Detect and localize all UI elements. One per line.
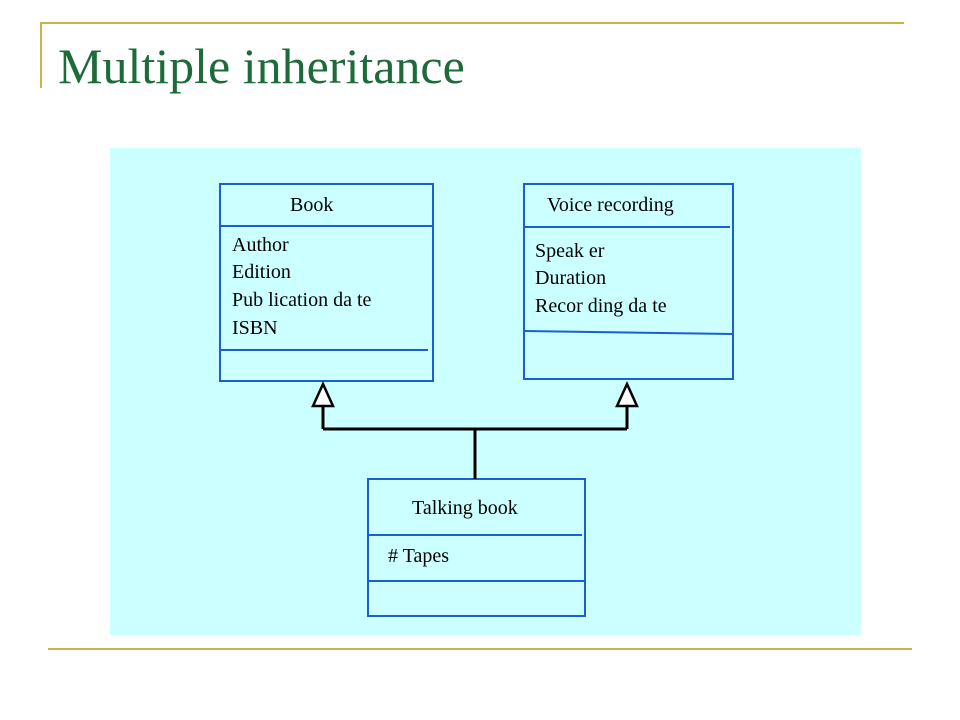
book-attribute: Pub lication da te (232, 289, 372, 311)
slide-frame-top-line (40, 22, 904, 24)
talking-book-class-name: Talking book (412, 497, 518, 519)
book-attribute: Edition (232, 261, 291, 283)
book-class-name: Book (290, 194, 334, 216)
book-attribute: Author (232, 234, 289, 256)
voice-recording-attribute: Recor ding da te (535, 295, 667, 317)
voice-recording-class-outline (523, 183, 734, 380)
slide-frame-bottom-line (48, 648, 912, 650)
voice-recording-attribute: Duration (535, 267, 607, 289)
book-attribute: ISBN (232, 317, 278, 339)
inheritance-connectors (321, 406, 629, 479)
slide-frame-left-line (40, 22, 42, 88)
slide-title: Multiple inheritance (58, 38, 465, 94)
generalization-arrowhead-book (311, 380, 335, 408)
uml-diagram-canvas: Book Author Edition Pub lication da te I… (110, 148, 861, 635)
voice-recording-attribute: Speak er (535, 240, 605, 262)
generalization-arrowhead-voice-recording (615, 380, 639, 408)
talking-book-class-outline (367, 478, 586, 617)
book-class-outline (219, 183, 434, 382)
voice-recording-class-name: Voice recording (547, 194, 674, 216)
uml-diagram-lines (219, 183, 734, 617)
talking-book-attribute: # Tapes (388, 545, 449, 567)
